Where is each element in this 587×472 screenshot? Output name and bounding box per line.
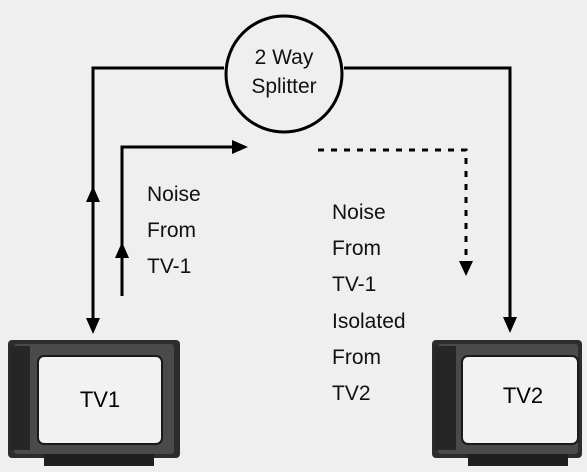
arrow-down-left-cable (86, 318, 100, 334)
arrow-up-noise (115, 242, 129, 258)
isolated-label-2: From (332, 237, 381, 260)
isolated-label-3: TV-1 (332, 273, 376, 296)
splitter-circle (224, 14, 344, 134)
arrow-down-isolated (459, 261, 473, 276)
splitter-label-line2: Splitter (251, 75, 316, 98)
noise-label-2: From (147, 219, 196, 242)
tv2: TV2 (432, 340, 582, 466)
isolated-label-5: From (332, 346, 381, 369)
noise-label-3: TV-1 (147, 255, 191, 278)
cable-right (344, 66, 512, 328)
splitter-label-line1: 2 Way (255, 46, 314, 69)
isolated-noise-path (318, 148, 468, 262)
cable-left (91, 66, 224, 330)
arrow-down-right-cable (503, 317, 517, 333)
noise-label-1: Noise (147, 183, 201, 206)
isolated-label-1: Noise (332, 201, 386, 224)
isolated-label-6: TV2 (332, 382, 371, 405)
arrow-right-noise (232, 140, 248, 154)
tv1: TV1 (8, 340, 180, 466)
arrow-up-left-cable (86, 186, 100, 202)
isolated-label-4: Isolated (332, 310, 406, 333)
tv2-label: TV2 (503, 383, 543, 408)
tv1-label: TV1 (80, 387, 120, 412)
